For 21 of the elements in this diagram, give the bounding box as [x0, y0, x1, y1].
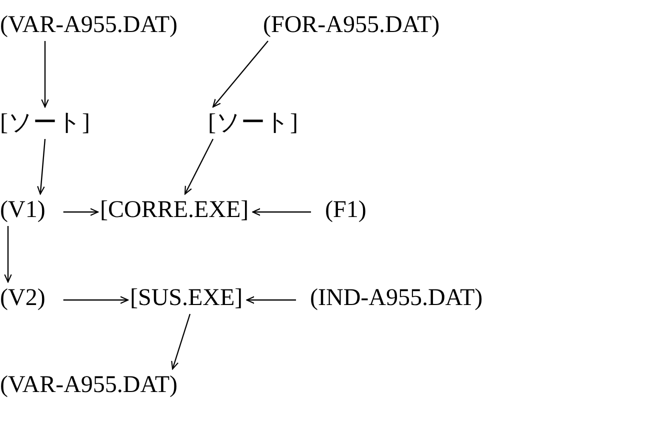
arrow: [252, 208, 311, 216]
node-label: [ソート]: [0, 108, 90, 138]
node-label: (VAR-A955.DAT): [0, 10, 178, 40]
arrow: [184, 138, 214, 195]
node-label: (FOR-A955.DAT): [263, 10, 440, 40]
node-label: [ソート]: [208, 108, 298, 138]
node-label: (IND-A955.DAT): [310, 283, 483, 313]
arrow: [63, 296, 129, 304]
arrow: [41, 41, 49, 108]
arrow: [37, 138, 46, 195]
arrow: [246, 296, 296, 304]
node-label: (V2): [0, 283, 46, 313]
node-label: [CORRE.EXE]: [100, 195, 249, 225]
node-label: (F1): [325, 195, 366, 225]
node-label: (V1): [0, 195, 46, 225]
arrow: [212, 40, 268, 108]
arrow: [4, 226, 12, 283]
node-label: (VAR-A955.DAT): [0, 370, 178, 400]
arrow: [63, 208, 99, 216]
arrow: [171, 314, 191, 370]
node-label: [SUS.EXE]: [130, 283, 243, 313]
